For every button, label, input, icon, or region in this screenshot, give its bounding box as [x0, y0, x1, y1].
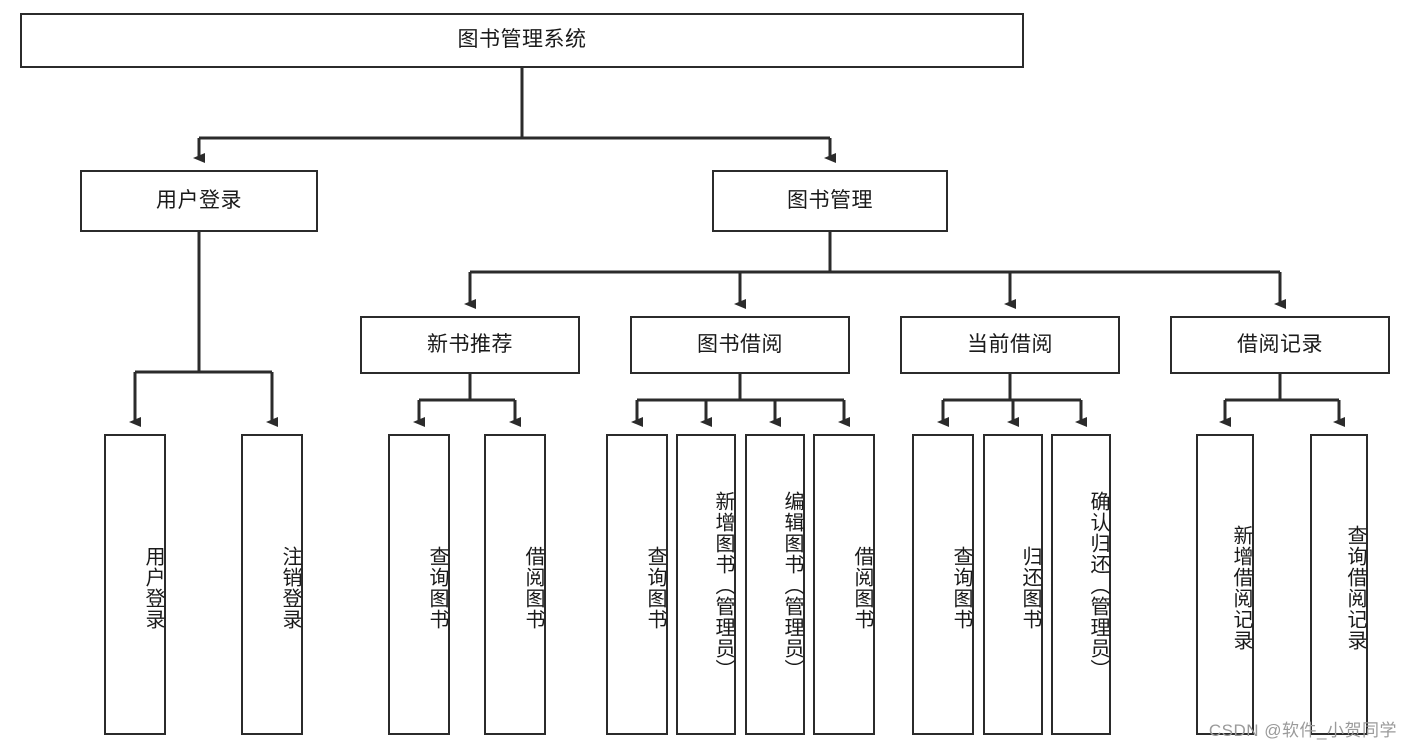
node-borrow-record[interactable]: 借阅记录: [1170, 316, 1390, 374]
edges-newbook-to-leaves: [413, 374, 521, 427]
node-user-login[interactable]: 用户登录: [80, 170, 318, 232]
node-borrow-record-label: 借阅记录: [1237, 332, 1323, 356]
node-leaf-edit-book-label: 编辑图书（管理员）: [781, 491, 803, 680]
node-book-borrow-label: 图书借阅: [697, 332, 783, 356]
node-leaf-borrow-book-1-label: 借阅图书: [522, 545, 544, 630]
node-leaf-query-book-3-label: 查询图书: [950, 545, 972, 630]
node-leaf-query-book-1[interactable]: 查询图书: [388, 434, 450, 735]
node-user-login-label: 用户登录: [156, 188, 242, 212]
node-leaf-return-book-label: 归还图书: [1019, 545, 1041, 630]
edges-currentborrow-to-leaves: [937, 374, 1087, 427]
watermark: CSDN @软件_小贺同学: [1208, 721, 1397, 740]
node-leaf-query-book-2[interactable]: 查询图书: [606, 434, 668, 735]
node-leaf-borrow-book-1[interactable]: 借阅图书: [484, 434, 546, 735]
node-book-manage[interactable]: 图书管理: [712, 170, 948, 232]
edges-bookmanage-to-level3: [464, 232, 1286, 309]
node-leaf-confirm-return[interactable]: 确认归还（管理员）: [1051, 434, 1111, 735]
node-root[interactable]: 图书管理系统: [20, 13, 1024, 68]
node-leaf-user-logout[interactable]: 注销登录: [241, 434, 303, 735]
node-new-book-rec[interactable]: 新书推荐: [360, 316, 580, 374]
node-leaf-add-book[interactable]: 新增图书（管理员）: [676, 434, 736, 735]
node-leaf-borrow-book-2[interactable]: 借阅图书: [813, 434, 875, 735]
node-leaf-query-book-2-label: 查询图书: [644, 545, 666, 630]
node-leaf-edit-book[interactable]: 编辑图书（管理员）: [745, 434, 805, 735]
node-leaf-user-logout-label: 注销登录: [279, 545, 301, 630]
node-current-borrow-label: 当前借阅: [967, 332, 1053, 356]
node-leaf-user-login[interactable]: 用户登录: [104, 434, 166, 735]
edges-bookborrow-to-leaves: [631, 374, 850, 427]
node-leaf-confirm-return-label: 确认归还（管理员）: [1087, 491, 1109, 680]
node-leaf-add-record-label: 新增借阅记录: [1230, 524, 1252, 651]
edges-userlogin-to-leaves: [129, 232, 278, 427]
node-new-book-rec-label: 新书推荐: [427, 332, 513, 356]
node-current-borrow[interactable]: 当前借阅: [900, 316, 1120, 374]
node-book-borrow[interactable]: 图书借阅: [630, 316, 850, 374]
edges-borrowrecord-to-leaves: [1219, 374, 1345, 427]
node-root-label: 图书管理系统: [457, 28, 587, 52]
node-leaf-query-record[interactable]: 查询借阅记录: [1310, 434, 1368, 735]
node-leaf-add-record[interactable]: 新增借阅记录: [1196, 434, 1254, 735]
node-book-manage-label: 图书管理: [787, 188, 873, 212]
node-leaf-borrow-book-2-label: 借阅图书: [851, 545, 873, 630]
node-leaf-query-record-label: 查询借阅记录: [1344, 524, 1366, 651]
edges-root-to-level2: [193, 68, 836, 163]
node-leaf-query-book-1-label: 查询图书: [426, 545, 448, 630]
node-leaf-user-login-label: 用户登录: [142, 545, 164, 630]
node-leaf-add-book-label: 新增图书（管理员）: [712, 491, 734, 680]
node-leaf-query-book-3[interactable]: 查询图书: [912, 434, 974, 735]
node-leaf-return-book[interactable]: 归还图书: [983, 434, 1043, 735]
